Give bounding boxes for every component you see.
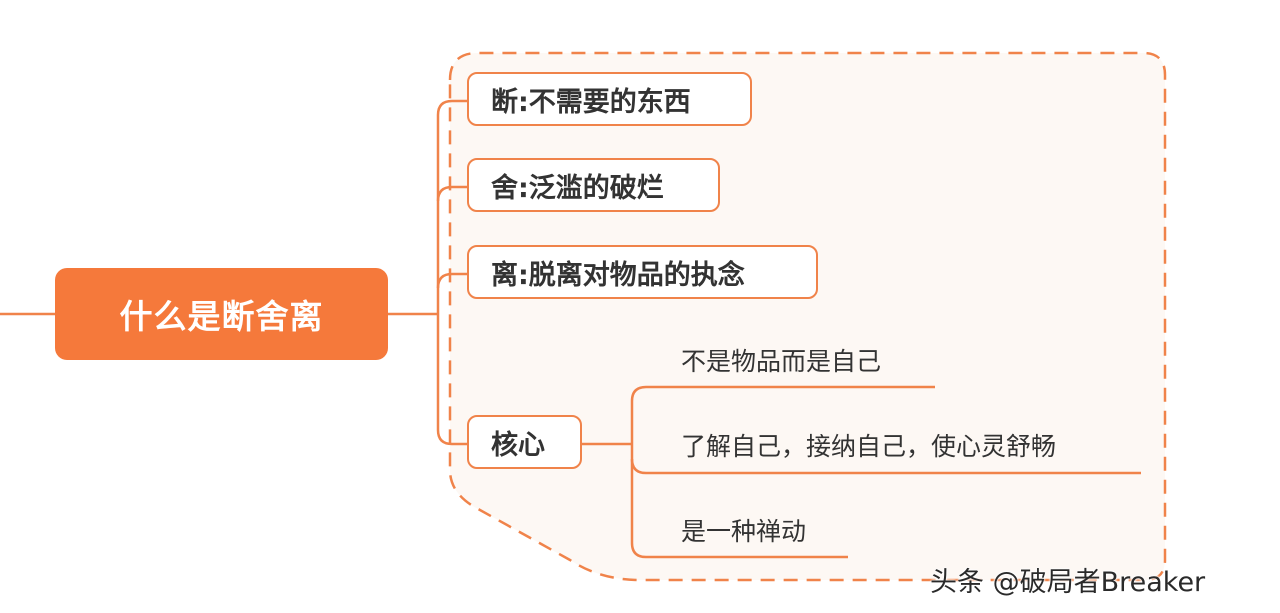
core-trunk	[630, 385, 935, 559]
core-child-2[interactable]: 了解自己，接纳自己，使心灵舒畅	[681, 432, 1057, 461]
core-child-3[interactable]: 是一种禅动	[681, 517, 807, 546]
root-node[interactable]: 什么是断舍离	[55, 268, 388, 360]
branch-node-she[interactable]: 舍:泛滥的破烂	[467, 158, 720, 212]
branch-node-duan[interactable]: 断:不需要的东西	[467, 72, 752, 126]
watermark: 头条 @破局者Breaker	[930, 567, 1206, 598]
trunk-line	[436, 99, 467, 446]
branch-node-core[interactable]: 核心	[467, 415, 582, 469]
summary-boundary	[448, 51, 1167, 582]
core-child-1[interactable]: 不是物品而是自己	[681, 347, 882, 376]
branch-node-li[interactable]: 离:脱离对物品的执念	[467, 245, 818, 299]
